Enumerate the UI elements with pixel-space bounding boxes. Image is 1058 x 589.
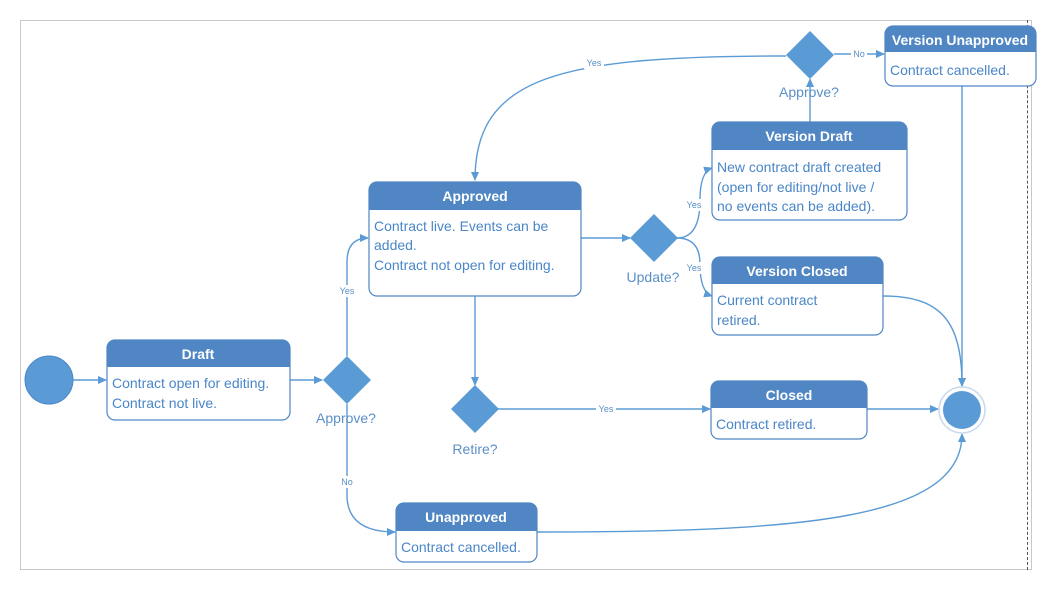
retire-decision xyxy=(451,385,499,433)
retire-yes-label: Yes xyxy=(599,404,614,414)
version-closed-title: Version Closed xyxy=(746,263,847,279)
version-yes-label: Yes xyxy=(587,58,602,68)
approve-decision-label: Approve? xyxy=(316,410,376,426)
approved-line-3: Contract not open for editing. xyxy=(374,257,555,273)
version-closed-line-1: Current contract xyxy=(717,292,817,308)
update-decision xyxy=(630,214,678,262)
edge-approve-yes xyxy=(346,234,369,356)
update-yes-draft-label: Yes xyxy=(687,200,702,210)
page-break-line xyxy=(1027,20,1028,570)
closed-line-1: Contract retired. xyxy=(716,416,816,432)
draft-node: Draft Contract open for editing. Contrac… xyxy=(106,339,291,421)
draft-title: Draft xyxy=(182,346,215,362)
update-yes-closed-label: Yes xyxy=(687,263,702,273)
approved-node: Approved Contract live. Events can be ad… xyxy=(368,181,582,297)
version-approve-decision-label: Approve? xyxy=(779,84,839,100)
closed-title: Closed xyxy=(766,387,813,403)
approved-title: Approved xyxy=(442,188,507,204)
version-closed-node: Version Closed Current contract retired. xyxy=(711,256,884,336)
end-node xyxy=(943,391,981,429)
unapproved-node: Unapproved Contract cancelled. xyxy=(395,502,538,563)
approve-decision xyxy=(323,356,371,404)
version-draft-line-3: no events can be added). xyxy=(717,198,875,214)
version-draft-title: Version Draft xyxy=(765,128,852,144)
update-decision-label: Update? xyxy=(627,269,680,285)
version-no-label: No xyxy=(853,49,865,59)
version-closed-line-2: retired. xyxy=(717,312,761,328)
version-unapproved-node: Version Unapproved Contract cancelled. xyxy=(884,25,1037,87)
version-draft-line-1: New contract draft created xyxy=(717,159,881,175)
version-draft-node: Version Draft New contract draft created… xyxy=(711,121,908,221)
edge-approve-no xyxy=(346,404,396,536)
draft-line-1: Contract open for editing. xyxy=(112,375,269,391)
edge-version-closed-to-end xyxy=(882,295,966,387)
unapproved-line-1: Contract cancelled. xyxy=(401,539,521,555)
closed-node: Closed Contract retired. xyxy=(710,380,868,440)
approved-line-1: Contract live. Events can be xyxy=(374,218,549,234)
edge-version-approve-yes xyxy=(471,55,787,181)
draft-line-2: Contract not live. xyxy=(112,395,217,411)
edge-unapproved-to-end xyxy=(536,433,966,533)
approved-line-2: added. xyxy=(374,237,417,253)
start-node xyxy=(24,355,74,405)
version-draft-line-2: (open for editing/not live / xyxy=(717,179,874,195)
version-approve-decision xyxy=(786,31,834,79)
retire-decision-label: Retire? xyxy=(452,441,497,457)
version-unapproved-title: Version Unapproved xyxy=(892,32,1028,48)
version-unapproved-line-1: Contract cancelled. xyxy=(890,62,1010,78)
unapproved-title: Unapproved xyxy=(425,509,507,525)
approve-yes-label: Yes xyxy=(340,286,355,296)
approve-no-label: No xyxy=(341,477,353,487)
page-frame xyxy=(20,20,1032,570)
